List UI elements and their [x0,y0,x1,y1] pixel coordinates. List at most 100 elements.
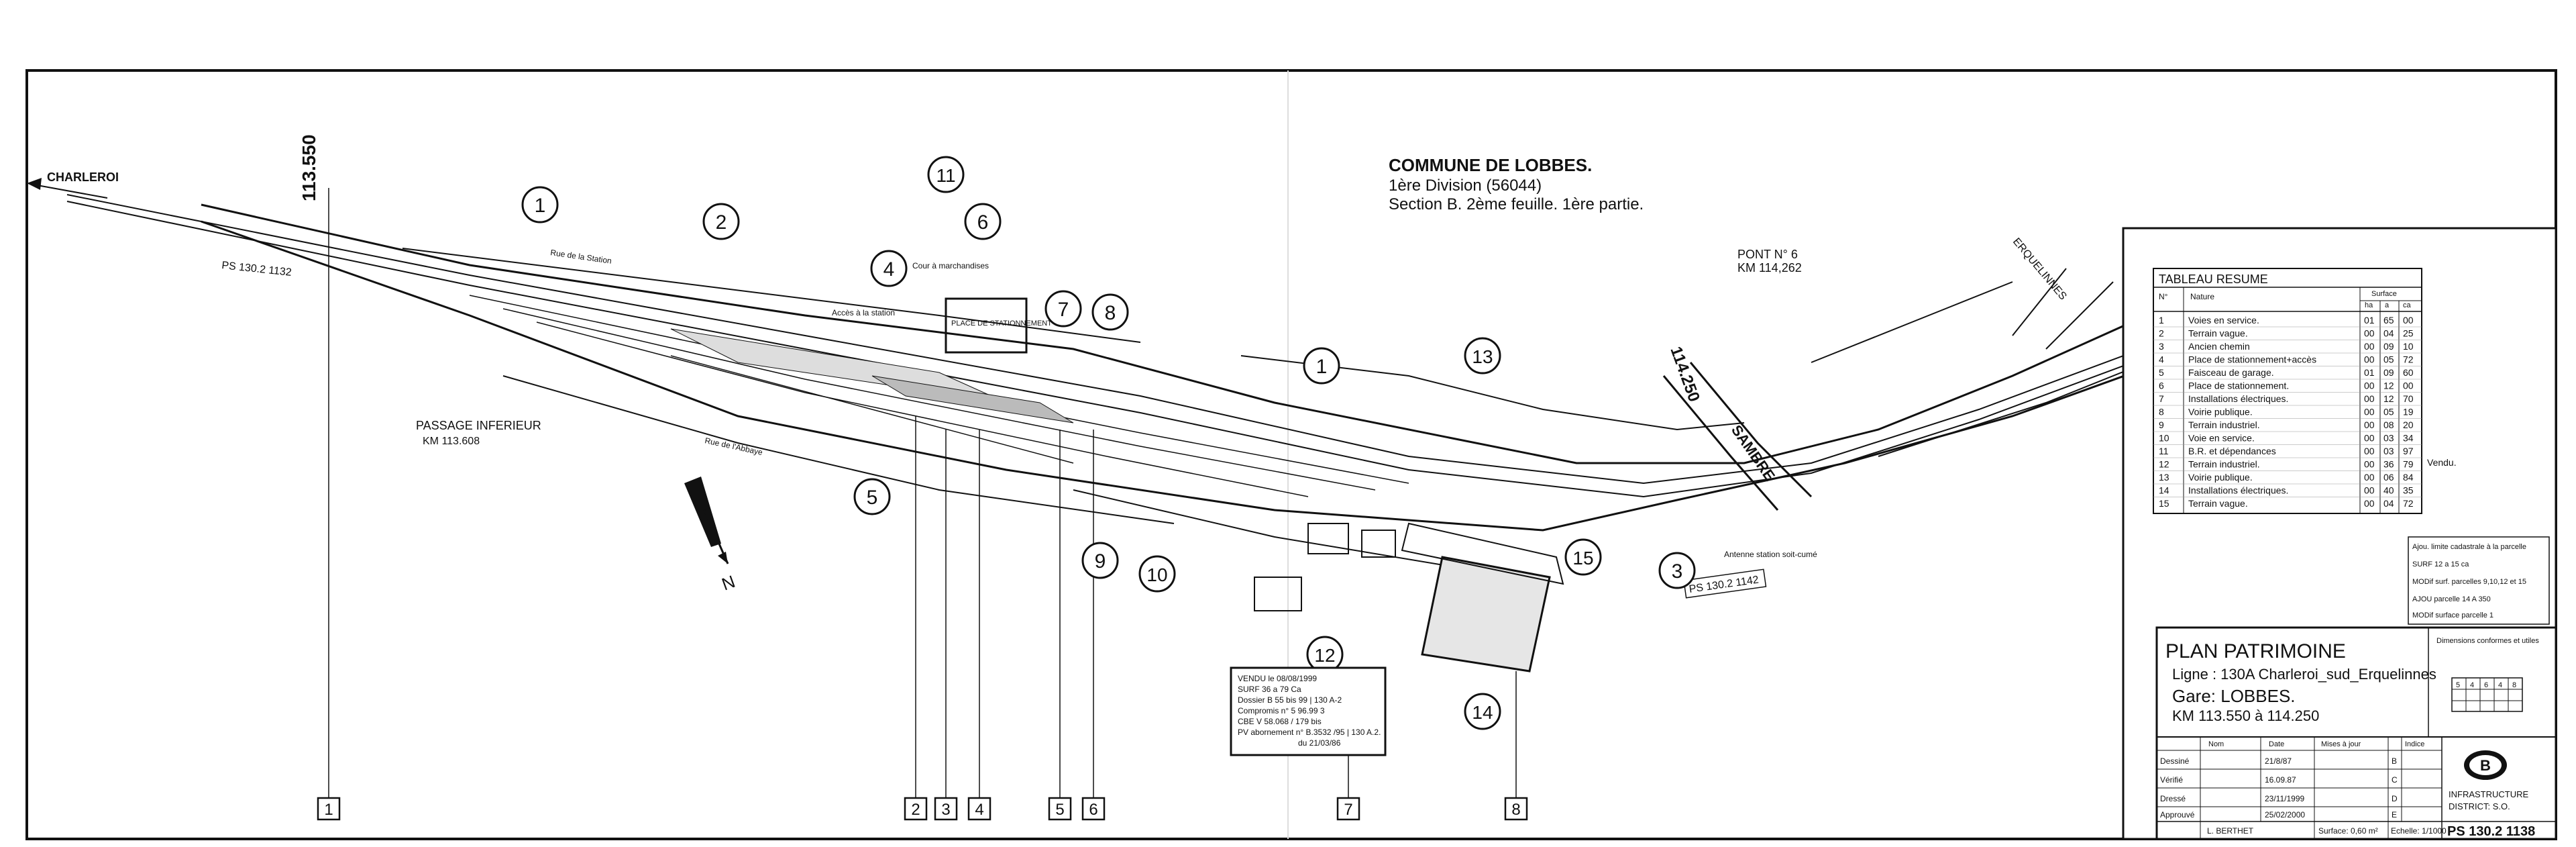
tableau-row-ha: 00 [2364,341,2375,352]
tableau-row-a: 05 [2383,354,2394,365]
note-5: MODif surface parcelle 1 [2412,611,2493,619]
ligne-text: Ligne : 130A Charleroi_sud_Erquelinnes [2172,666,2436,683]
tableau-row-no: 15 [2159,498,2169,509]
tableau-row-nature: Faisceau de garage. [2188,367,2274,378]
col-indice: Indice [2405,740,2424,748]
marker-12: 12 [1306,636,1344,673]
marker-14: 14 [1464,693,1501,730]
vendu-line: SURF 36 a 79 Ca [1238,685,1301,694]
tableau-row-no: 4 [2159,354,2164,365]
svg-text:6: 6 [1089,801,1097,819]
signatory: L. BERTHET [2207,826,2254,836]
col-mises: Mises à jour [2321,740,2361,748]
marker-5: 5 [853,478,891,515]
svg-text:14: 14 [1472,702,1493,723]
svg-text:5: 5 [867,487,878,509]
commune-title: COMMUNE DE LOBBES. [1389,155,1592,175]
marker-1b: 1 [1303,347,1340,385]
vendu-note: Vendu. [2427,457,2457,468]
charleroi-label: CHARLEROI [47,170,119,184]
place-label: PLACE DE STATIONNEMENT [951,319,1052,328]
surface-text: Surface: 0,60 m² [2318,826,2378,836]
tableau-title: TABLEAU RESUME [2159,272,2268,286]
tableau-row-ha: 00 [2364,381,2375,391]
pont-km: KM 114,262 [1737,261,1802,275]
svg-text:4: 4 [975,801,983,819]
marker-15: 15 [1564,538,1602,576]
tableau-row-ca: 20 [2403,419,2414,430]
tableau-row-no: 14 [2159,485,2169,496]
tableau-row-nature: Terrain industriel. [2188,419,2260,430]
svg-text:5: 5 [1055,801,1064,819]
note-1: Ajou. limite cadastrale à la parcelle [2412,543,2526,551]
svg-text:B: B [2480,757,2491,774]
box-2: 2 [904,797,928,821]
cartouche-row-date: 16.09.87 [2265,775,2296,785]
marker-3: 3 [1658,552,1696,589]
cartouche-row-label: Approuvé [2160,810,2195,819]
tableau-row-ha: 00 [2364,354,2375,365]
tableau-row-ha: 00 [2364,407,2375,417]
tableau-row-no: 13 [2159,472,2169,483]
col-ha: ha [2365,301,2373,309]
vendu-line: Dossier B 55 bis 99 | 130 A-2 [1238,695,1342,705]
svg-text:9: 9 [1095,550,1106,572]
tableau-row-ha: 00 [2364,446,2375,456]
vendu-line: du 21/03/86 [1298,738,1341,748]
tableau-row-a: 06 [2383,472,2394,483]
tableau-row-no: 6 [2159,381,2164,391]
col-a: a [2385,301,2390,309]
tableau-row-nature: Voirie publique. [2188,407,2253,417]
svg-text:11: 11 [936,165,955,186]
tableau-row-ha: 00 [2364,498,2375,509]
cartouche: PLAN PATRIMOINE Ligne : 130A Charleroi_s… [2155,626,2557,840]
svg-text:5: 5 [2456,681,2460,689]
cartouche-row-label: Vérifié [2160,775,2183,785]
tableau-row-ha: 00 [2364,328,2375,339]
note-4: AJOU parcelle 14 A 350 [2412,595,2491,603]
scale-grid: 5 4 6 4 8 [2451,677,2523,712]
marker-1a: 1 [521,186,559,223]
pont-label: PONT N° 6 [1737,248,1798,261]
tableau-row-a: 09 [2383,341,2394,352]
tableau-row-no: 12 [2159,459,2169,470]
passage-km: KM 113.608 [423,436,480,447]
tableau-row-nature: Ancien chemin [2188,341,2250,352]
tableau-row-ha: 00 [2364,485,2375,496]
tableau-row-ha: 00 [2364,459,2375,470]
tableau-row-a: 40 [2383,485,2394,496]
cartouche-row-date: 25/02/2000 [2265,810,2305,819]
notes-block: Ajou. limite cadastrale à la parcelle SU… [2408,536,2550,625]
tableau-row-ca: 00 [2403,315,2414,326]
tableau-row-nature: B.R. et dépendances [2188,446,2276,456]
tableau-row-ca: 72 [2403,498,2414,509]
svg-text:3: 3 [1672,560,1683,583]
vendu-line: Compromis n° 5 96.99 3 [1238,706,1325,715]
antenne-label: Antenne station soit-cumé [1724,550,1817,559]
tableau-row-ca: 34 [2403,433,2414,444]
tableau-row-ca: 97 [2403,446,2414,456]
marker-13: 13 [1464,337,1501,375]
col-nom: Nom [2208,740,2224,748]
col-ca: ca [2403,301,2412,309]
marker-10: 10 [1138,555,1176,593]
marker-8: 8 [1091,293,1129,331]
km-left-label: 113.550 [299,134,319,201]
svg-text:7: 7 [1058,299,1069,321]
rue-station-label: Rue de la Station [550,248,612,266]
tableau-row-ha: 00 [2364,472,2375,483]
svg-text:3: 3 [941,801,950,819]
ps-left-label: PS 130.2 1132 [221,260,292,279]
note-3: MODif surf. parcelles 9,10,12 et 15 [2412,578,2526,586]
cartouche-indice: B [2392,756,2397,766]
svg-text:1: 1 [535,195,546,217]
box-3: 3 [934,797,958,821]
cartouche-row-date: 23/11/1999 [2265,794,2304,803]
vendu-line: PV abornement n° B.3532 /95 | 130 A.2. [1238,728,1381,737]
tableau-row-a: 04 [2383,498,2394,509]
tableau-row-ha: 01 [2364,315,2375,326]
vendu-line: VENDU le 08/08/1999 [1238,674,1317,683]
cartouche-indice: E [2392,810,2397,819]
svg-text:8: 8 [2512,681,2516,689]
tableau-row-nature: Place de stationnement+accès [2188,354,2316,365]
